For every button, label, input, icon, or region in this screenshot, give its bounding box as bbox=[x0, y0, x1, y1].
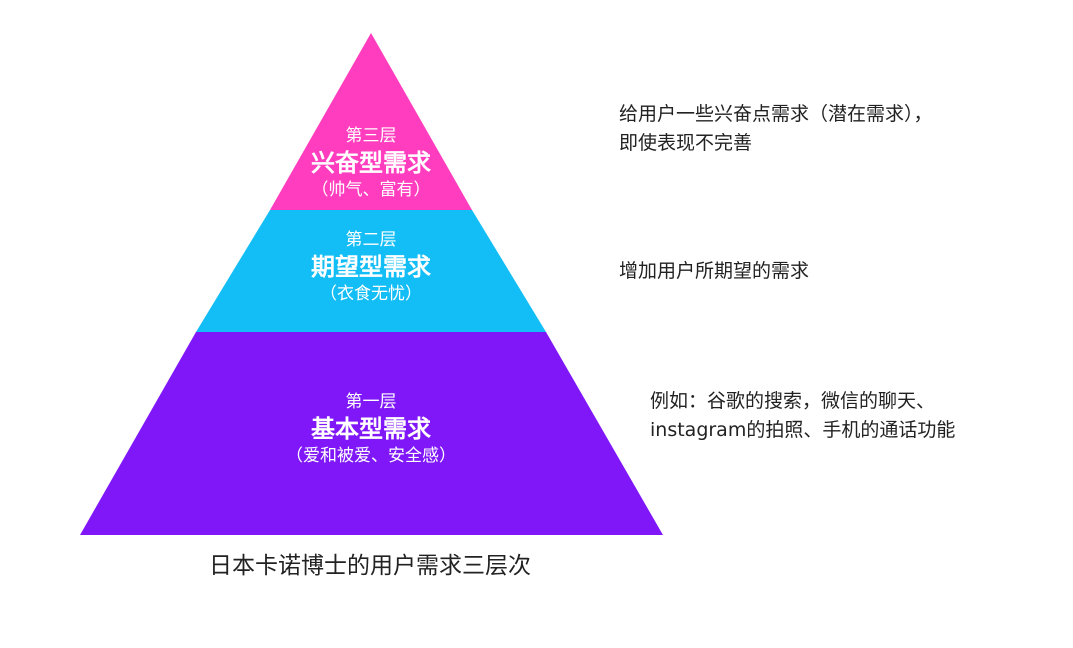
tier-2-level: 第二层 bbox=[345, 230, 397, 250]
tier-2-example: （衣食无忧） bbox=[320, 284, 422, 304]
tier-1-level: 第一层 bbox=[345, 392, 397, 412]
tier-1-label-group: 第一层 基本型需求 （爱和被爱、安全感） bbox=[221, 391, 521, 467]
pyramid-tier-1-shape bbox=[80, 332, 663, 535]
tier-3-level: 第三层 bbox=[345, 126, 397, 146]
tier-3-description-line-1: 给用户一些兴奋点需求（潜在需求）， bbox=[619, 103, 933, 125]
tier-2-label-group: 第二层 期望型需求 （衣食无忧） bbox=[221, 229, 521, 305]
pyramid-tier-2-shape bbox=[196, 210, 546, 332]
tier-2-description-line-1: 增加用户所期望的需求 bbox=[619, 260, 810, 282]
tier-1-description-line-2: instagram的拍照、手机的通话功能 bbox=[650, 419, 956, 441]
tier-3-description: 给用户一些兴奋点需求（潜在需求）， 即使表现不完善 bbox=[619, 100, 933, 158]
tier-2-name: 期望型需求 bbox=[311, 253, 431, 281]
tier-3-label-group: 第三层 兴奋型需求 （帅气、富有） bbox=[221, 125, 521, 201]
diagram-caption: 日本卡诺博士的用户需求三层次 bbox=[209, 553, 531, 579]
tier-1-description: 例如：谷歌的搜索，微信的聊天、 instagram的拍照、手机的通话功能 bbox=[650, 387, 955, 445]
pyramid-tier-3-shape bbox=[270, 33, 472, 210]
tier-3-example: （帅气、富有） bbox=[311, 180, 431, 200]
tier-2-description: 增加用户所期望的需求 bbox=[619, 257, 809, 286]
tier-1-description-line-1: 例如：谷歌的搜索，微信的聊天、 bbox=[650, 390, 936, 412]
tier-3-name: 兴奋型需求 bbox=[311, 149, 431, 177]
tier-1-name: 基本型需求 bbox=[311, 415, 431, 443]
tier-3-description-line-2: 即使表现不完善 bbox=[619, 132, 753, 154]
tier-1-example: （爱和被爱、安全感） bbox=[286, 446, 456, 466]
